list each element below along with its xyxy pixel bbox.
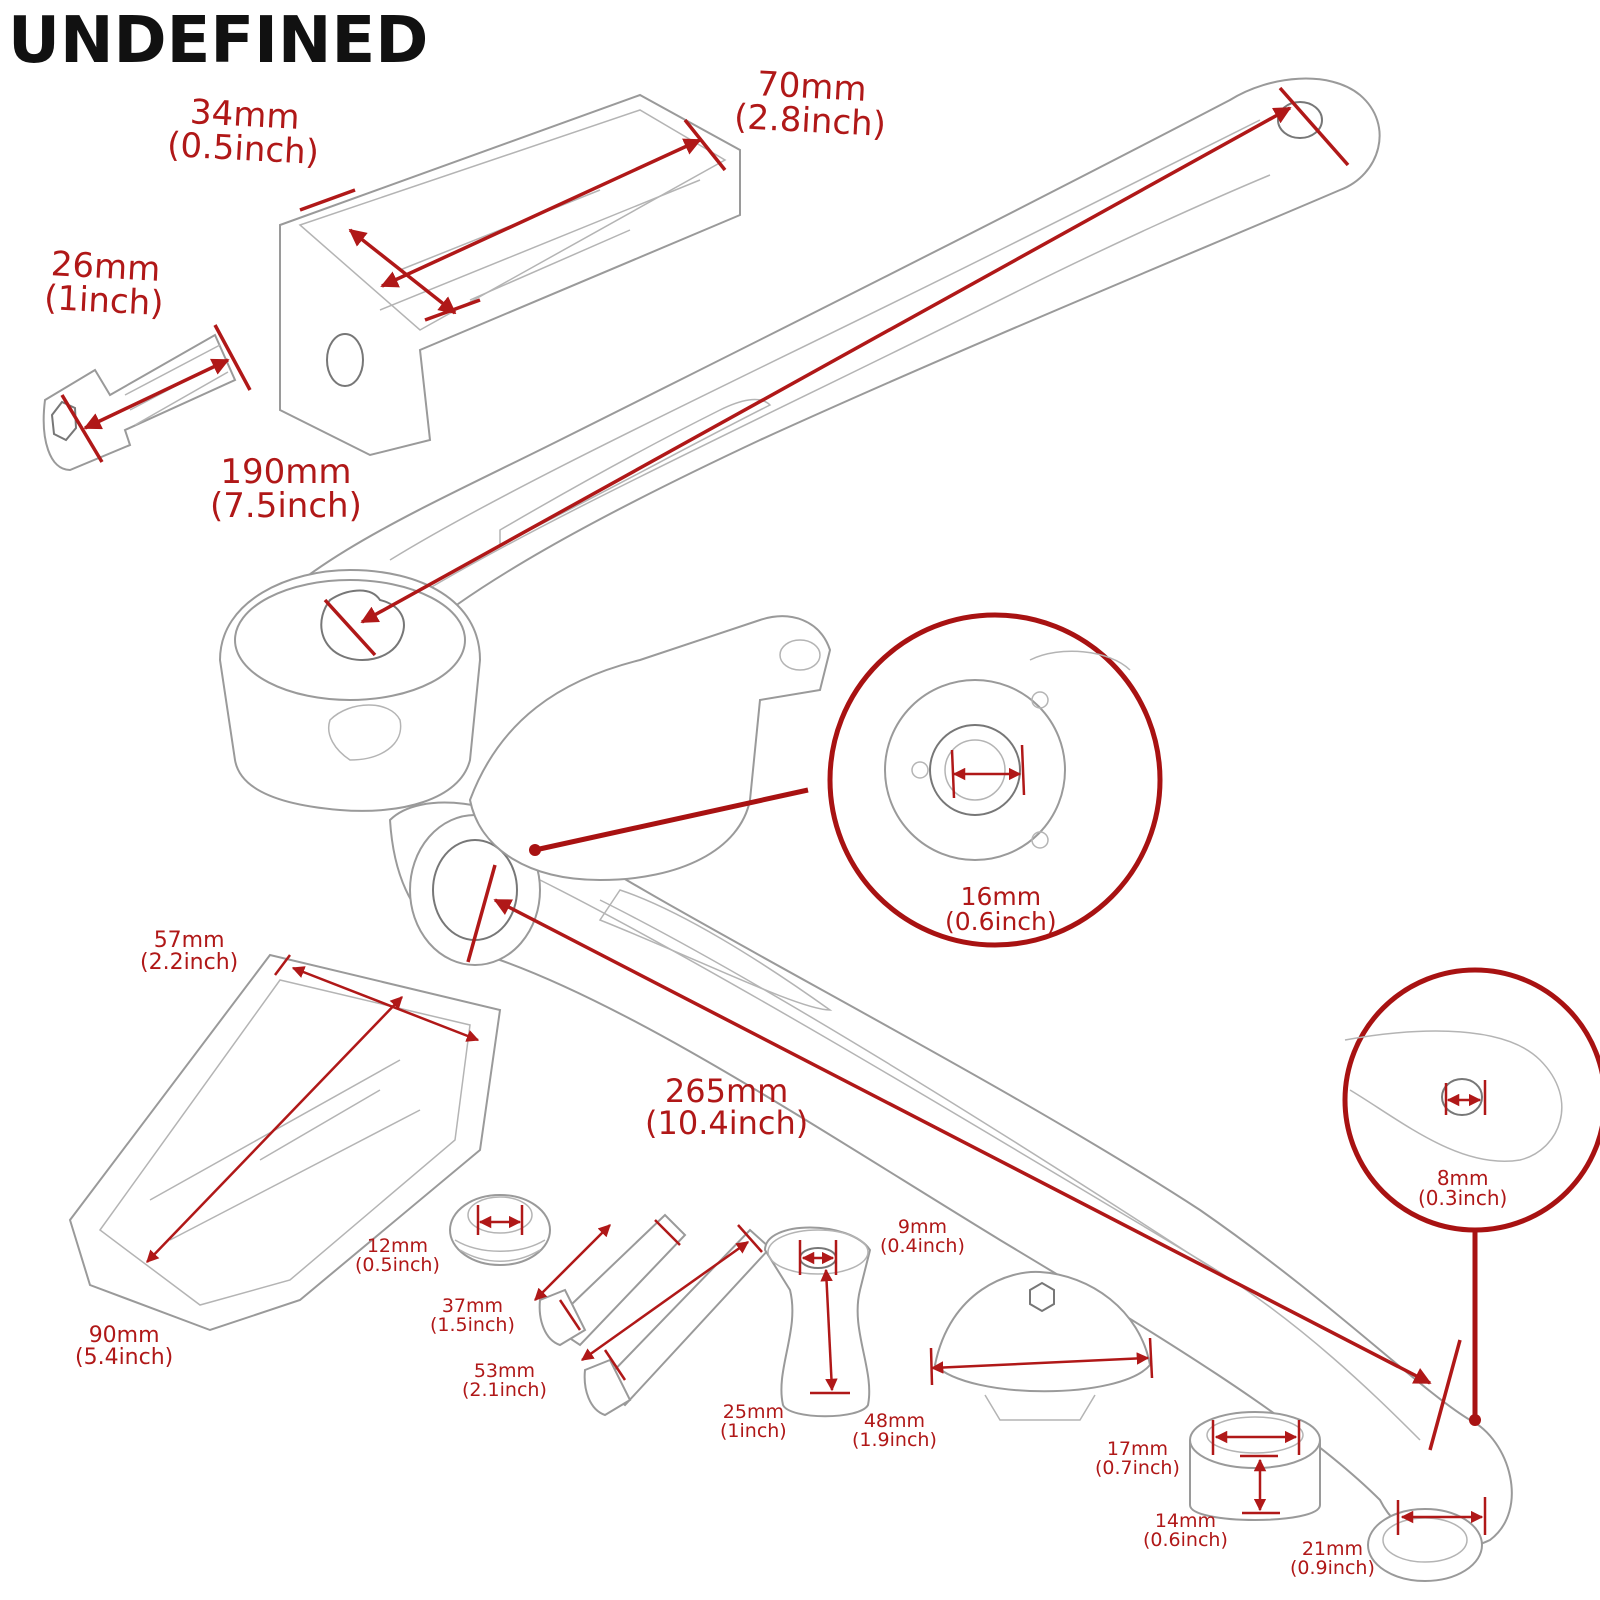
dim-bushing-height-line — [1240, 1454, 1280, 1515]
label-mm: 48mm — [863, 1410, 926, 1432]
label-bushing-height: 14mm (0.6inch) — [1143, 1512, 1228, 1550]
label-inch: (0.7inch) — [1095, 1457, 1180, 1479]
label-mm: 190mm — [220, 452, 352, 492]
label-inch: (1inch) — [720, 1420, 787, 1442]
label-inch: (2.1inch) — [462, 1379, 547, 1401]
label-cap-insert: 12mm (0.5inch) — [355, 1237, 440, 1275]
dim-bolt-long-line — [580, 1224, 763, 1381]
label-brake-peg-length: 90mm (5.4inch) — [75, 1325, 173, 1369]
dim-washer-line — [1396, 1497, 1487, 1535]
label-bolt-medium: 37mm (1.5inch) — [430, 1297, 515, 1335]
label-inch: (0.3inch) — [1418, 1186, 1508, 1210]
label-inch: (1inch) — [43, 277, 165, 325]
dim-spacer-height-line — [810, 1268, 850, 1395]
label-inch: (2.2inch) — [140, 950, 239, 975]
dim-thread-line — [1444, 1080, 1487, 1115]
dim-dome-cap-line — [929, 1337, 1154, 1386]
label-inch: (0.5inch) — [355, 1254, 440, 1276]
label-spacer-bore: 9mm (0.4inch) — [880, 1218, 965, 1256]
dim-spline-line — [950, 744, 1026, 799]
brand-logo: UNDEFINED — [8, 4, 429, 78]
label-shift-lever: 190mm (7.5inch) — [210, 455, 362, 523]
label-mm: 37mm — [441, 1295, 504, 1317]
label-mm: 25mm — [722, 1401, 784, 1423]
dim-bolt-small-line — [60, 324, 252, 463]
cap-insert-part — [449, 1194, 551, 1266]
clamp-hub-part — [218, 568, 482, 812]
dim-pedal-width-line — [299, 188, 481, 322]
dim-cap-insert-line — [476, 1205, 524, 1235]
bushing-part — [1189, 1411, 1321, 1521]
label-mm: 53mm — [473, 1360, 536, 1382]
label-pedal-width: 34mm (0.5inch) — [166, 92, 321, 173]
label-inch: (1.5inch) — [430, 1314, 515, 1336]
label-mm: 21mm — [1301, 1538, 1364, 1560]
label-inch: (0.4inch) — [880, 1235, 965, 1257]
dim-brake-peg-length-line — [146, 996, 403, 1263]
label-washer: 21mm (0.9inch) — [1290, 1540, 1375, 1578]
label-inch: (7.5inch) — [210, 486, 362, 526]
dim-bushing-diameter-line — [1211, 1420, 1301, 1455]
brake-housing-part — [468, 615, 832, 882]
label-mm: 16mm — [960, 882, 1042, 911]
label-brake-arm: 265mm (10.4inch) — [645, 1075, 808, 1139]
dim-brake-arm-line — [466, 864, 1462, 1451]
label-bushing-diameter: 17mm (0.7inch) — [1095, 1440, 1180, 1478]
label-spacer-height: 25mm (1inch) — [720, 1403, 787, 1441]
label-inch: (0.6inch) — [945, 907, 1057, 936]
label-inch: (5.4inch) — [75, 1345, 174, 1370]
label-mm: 17mm — [1106, 1438, 1169, 1460]
label-bolt-small: 26mm (1inch) — [43, 244, 166, 325]
spacer-part — [763, 1226, 872, 1418]
dim-bolt-medium-line — [534, 1219, 681, 1331]
label-inch: (10.4inch) — [645, 1104, 809, 1142]
label-mm: 9mm — [897, 1216, 947, 1238]
label-thread-hole: 8mm (0.3inch) — [1418, 1168, 1507, 1208]
label-mm: 90mm — [88, 1323, 160, 1348]
label-inch: (0.6inch) — [1143, 1529, 1228, 1551]
bolt-long-part — [583, 1228, 772, 1417]
label-spline-hole: 16mm (0.6inch) — [945, 884, 1057, 934]
label-brake-peg-width: 57mm (2.2inch) — [140, 930, 238, 974]
label-pedal-length: 70mm (2.8inch) — [733, 64, 888, 145]
label-inch: (0.9inch) — [1290, 1557, 1375, 1579]
label-mm: 57mm — [153, 928, 225, 953]
label-inch: (1.9inch) — [852, 1429, 937, 1451]
label-bolt-long: 53mm (2.1inch) — [462, 1362, 547, 1400]
label-dome-cap: 48mm (1.9inch) — [852, 1412, 937, 1450]
label-inch: (2.8inch) — [733, 97, 887, 145]
washer-part — [1367, 1508, 1483, 1582]
label-mm: 8mm — [1436, 1166, 1489, 1190]
label-mm: 265mm — [664, 1072, 789, 1110]
dim-shift-lever-line — [323, 86, 1350, 657]
label-inch: (0.5inch) — [166, 125, 320, 173]
label-mm: 12mm — [366, 1235, 429, 1257]
label-mm: 14mm — [1154, 1510, 1217, 1532]
